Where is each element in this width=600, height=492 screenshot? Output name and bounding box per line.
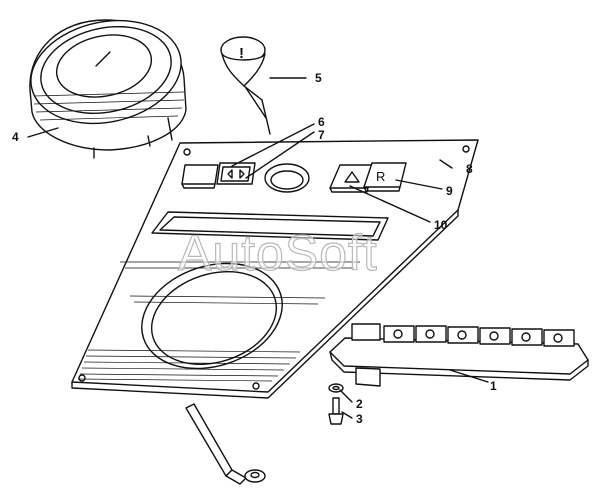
callout-5: 5 (315, 71, 322, 85)
switch-r: R (363, 162, 407, 192)
callout-8: 8 (466, 162, 473, 176)
callout-1: 1 (490, 379, 497, 393)
callout-10: 10 (434, 218, 448, 232)
switch-block (329, 323, 589, 387)
instrument-panel (71, 139, 479, 399)
speedometer-gauge (29, 19, 187, 159)
callout-6: 6 (318, 115, 325, 129)
callout-3: 3 (356, 412, 363, 426)
switch-turn-signal (216, 162, 256, 185)
leader-lines (27, 77, 489, 419)
watermark-text: AutoSoft (178, 225, 378, 281)
nut (244, 469, 266, 483)
callout-9: 9 (446, 184, 453, 198)
choke-knob: ! (220, 36, 271, 135)
gauge-opening (141, 262, 283, 370)
switch-r-letter: R (376, 169, 385, 184)
callout-2: 2 (356, 397, 363, 411)
bolt (328, 397, 344, 425)
knob-mark: ! (239, 45, 244, 62)
switch-left-blank (181, 164, 219, 189)
callout-4: 4 (12, 130, 19, 144)
callout-7: 7 (318, 128, 325, 142)
bracket (185, 403, 247, 485)
switch-hazard (329, 164, 375, 193)
